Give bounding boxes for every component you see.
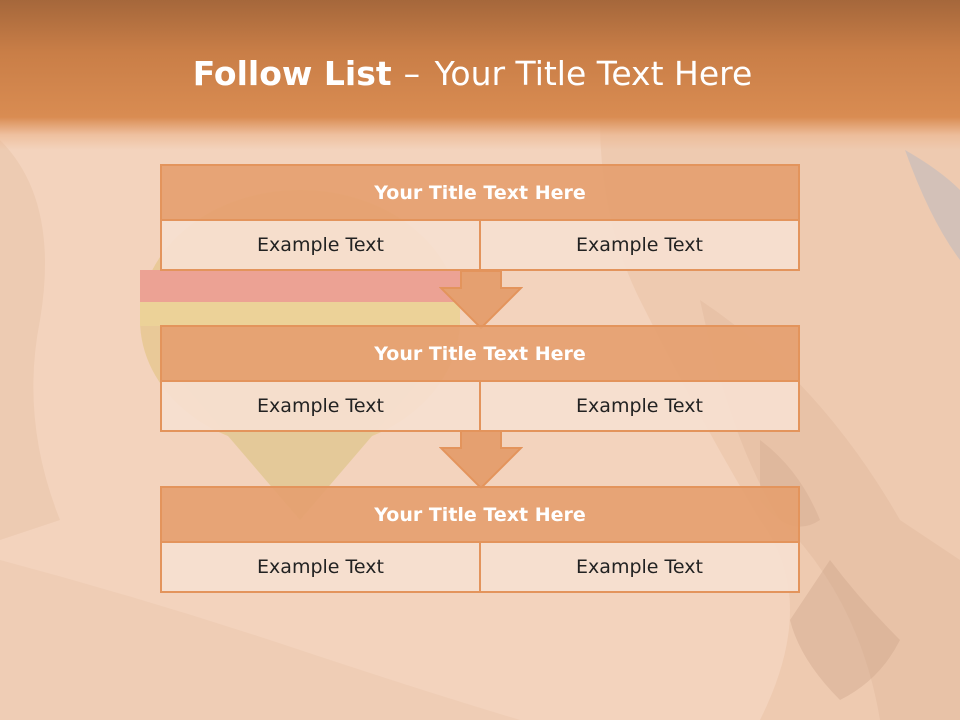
slide-title-bold: Follow List — [192, 54, 392, 93]
block-cell-right: Example Text — [479, 543, 798, 591]
list-block: Your Title Text Here Example Text Exampl… — [160, 486, 800, 593]
down-arrow-icon — [439, 430, 523, 490]
block-row: Example Text Example Text — [162, 221, 798, 269]
block-row: Example Text Example Text — [162, 543, 798, 591]
block-title: Your Title Text Here — [162, 327, 798, 382]
block-cell-left: Example Text — [257, 395, 384, 417]
block-cell-right: Example Text — [479, 382, 798, 430]
slide-title-rest: Your Title Text Here — [434, 54, 753, 93]
block-cell-right: Example Text — [479, 221, 798, 269]
block-title: Your Title Text Here — [162, 488, 798, 543]
block-cell-left: Example Text — [257, 556, 384, 578]
block-row: Example Text Example Text — [162, 382, 798, 430]
slide-title: Follow List– Your Title Text Here — [0, 54, 945, 93]
block-title: Your Title Text Here — [162, 166, 798, 221]
block-cell-left: Example Text — [257, 234, 384, 256]
slide-title-separator: – — [403, 54, 421, 93]
down-arrow-icon — [439, 270, 523, 330]
list-block: Your Title Text Here Example Text Exampl… — [160, 325, 800, 432]
list-block: Your Title Text Here Example Text Exampl… — [160, 164, 800, 271]
header-band — [0, 0, 960, 150]
